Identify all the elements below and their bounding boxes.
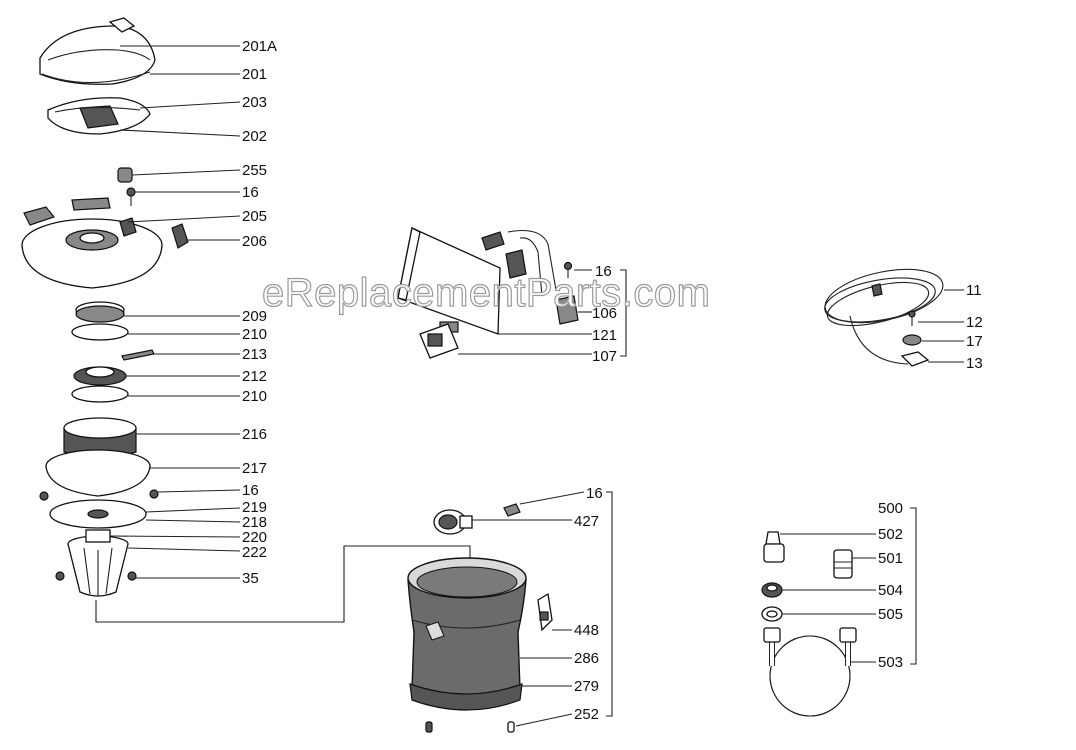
hose-assembly (761, 531, 857, 717)
part-501-connector (833, 549, 853, 579)
callout-500: 500 (878, 500, 903, 517)
callout-219: 219 (242, 499, 267, 516)
left-leader-lines (95, 45, 471, 623)
callout-218: 218 (242, 514, 267, 531)
callout-13: 13 (966, 355, 983, 372)
part-13-plug (900, 351, 930, 367)
callout-252: 252 (574, 706, 599, 723)
hose-leader-lines (780, 507, 917, 665)
callout-212: 212 (242, 368, 267, 385)
part-clip-left (23, 206, 56, 226)
callout-203: 203 (242, 94, 267, 111)
callout-16-c: 16 (595, 263, 612, 280)
part-clip-mid (71, 197, 111, 211)
part-107-switch (419, 323, 459, 359)
callout-504: 504 (878, 582, 903, 599)
callout-255: 255 (242, 162, 267, 179)
callout-106: 106 (592, 305, 617, 322)
callout-220: 220 (242, 529, 267, 546)
part-216-impeller (63, 417, 137, 458)
callout-217: 217 (242, 460, 267, 477)
cord-leader-lines (918, 289, 964, 363)
part-504-cuff (761, 582, 783, 598)
callout-222: 222 (242, 544, 267, 561)
callout-213: 213 (242, 346, 267, 363)
callout-216: 216 (242, 426, 267, 443)
callout-202: 202 (242, 128, 267, 145)
part-12-screw (908, 310, 916, 326)
cord-callouts: 11 12 17 13 (966, 282, 983, 372)
callout-16-d: 16 (586, 485, 603, 502)
callout-503: 503 (878, 654, 903, 671)
switch-leader-lines (458, 269, 627, 357)
part-213 (121, 349, 155, 361)
callout-427: 427 (574, 513, 599, 530)
callout-11: 11 (966, 282, 982, 299)
part-209-ring (75, 301, 125, 323)
part-16-screw-d (503, 503, 521, 517)
power-cord-assembly (824, 268, 944, 367)
callout-286: 286 (574, 650, 599, 667)
part-202-filter (47, 97, 151, 135)
callout-16-b: 16 (242, 482, 259, 499)
callout-35: 35 (242, 570, 259, 587)
part-35-screws (55, 571, 137, 581)
part-279-band (409, 683, 523, 711)
switch-callouts: 16 106 121 107 (592, 263, 617, 365)
part-201-cover (39, 17, 156, 85)
part-16-screw-c (563, 261, 573, 278)
part-16-screw-b (39, 489, 159, 501)
callout-107: 107 (592, 348, 617, 365)
switch-assembly (397, 227, 579, 359)
callout-210-b: 210 (242, 388, 267, 405)
tank-assembly (407, 503, 553, 733)
part-252-caster (425, 721, 515, 733)
callout-201: 201 (242, 66, 267, 83)
callout-501: 501 (878, 550, 903, 567)
left-callouts: 201A 201 203 202 255 16 205 206 209 210 … (242, 38, 277, 587)
callout-505: 505 (878, 606, 903, 623)
callout-12: 12 (966, 314, 983, 331)
callout-209: 209 (242, 308, 267, 325)
part-217-plate (45, 449, 151, 497)
callout-502: 502 (878, 526, 903, 543)
part-16-screw-a (126, 187, 136, 206)
part-503-hose (763, 627, 857, 717)
part-502-nozzle (763, 531, 785, 563)
part-210-ring-a (71, 323, 129, 341)
part-212-bearing (73, 366, 127, 386)
callout-121: 121 (592, 327, 617, 344)
callout-17: 17 (966, 333, 983, 350)
motor-head-assembly (21, 17, 189, 597)
callout-205: 205 (242, 208, 267, 225)
tank-leader-lines (472, 491, 613, 727)
callout-16-a: 16 (242, 184, 259, 201)
part-427-inlet (433, 509, 473, 535)
part-505-ring (761, 606, 783, 622)
part-218-gasket (49, 499, 147, 529)
callout-448: 448 (574, 622, 599, 639)
part-205-motor-housing (21, 217, 163, 289)
callout-201A: 201A (242, 38, 277, 55)
callout-279: 279 (574, 678, 599, 695)
part-17-washer (902, 334, 922, 346)
callout-206: 206 (242, 233, 267, 250)
hose-callouts: 500 502 501 504 505 503 (878, 500, 903, 671)
part-448-latch (537, 592, 553, 632)
part-222-float-cage (67, 529, 129, 597)
part-286-tank (407, 557, 527, 701)
part-210-ring-b (71, 385, 129, 403)
callout-210-a: 210 (242, 326, 267, 343)
part-255 (117, 167, 133, 183)
tank-callouts: 16 427 448 286 279 252 (574, 485, 603, 723)
part-206 (171, 223, 189, 249)
watermark: eReplacementParts.com (262, 271, 710, 315)
